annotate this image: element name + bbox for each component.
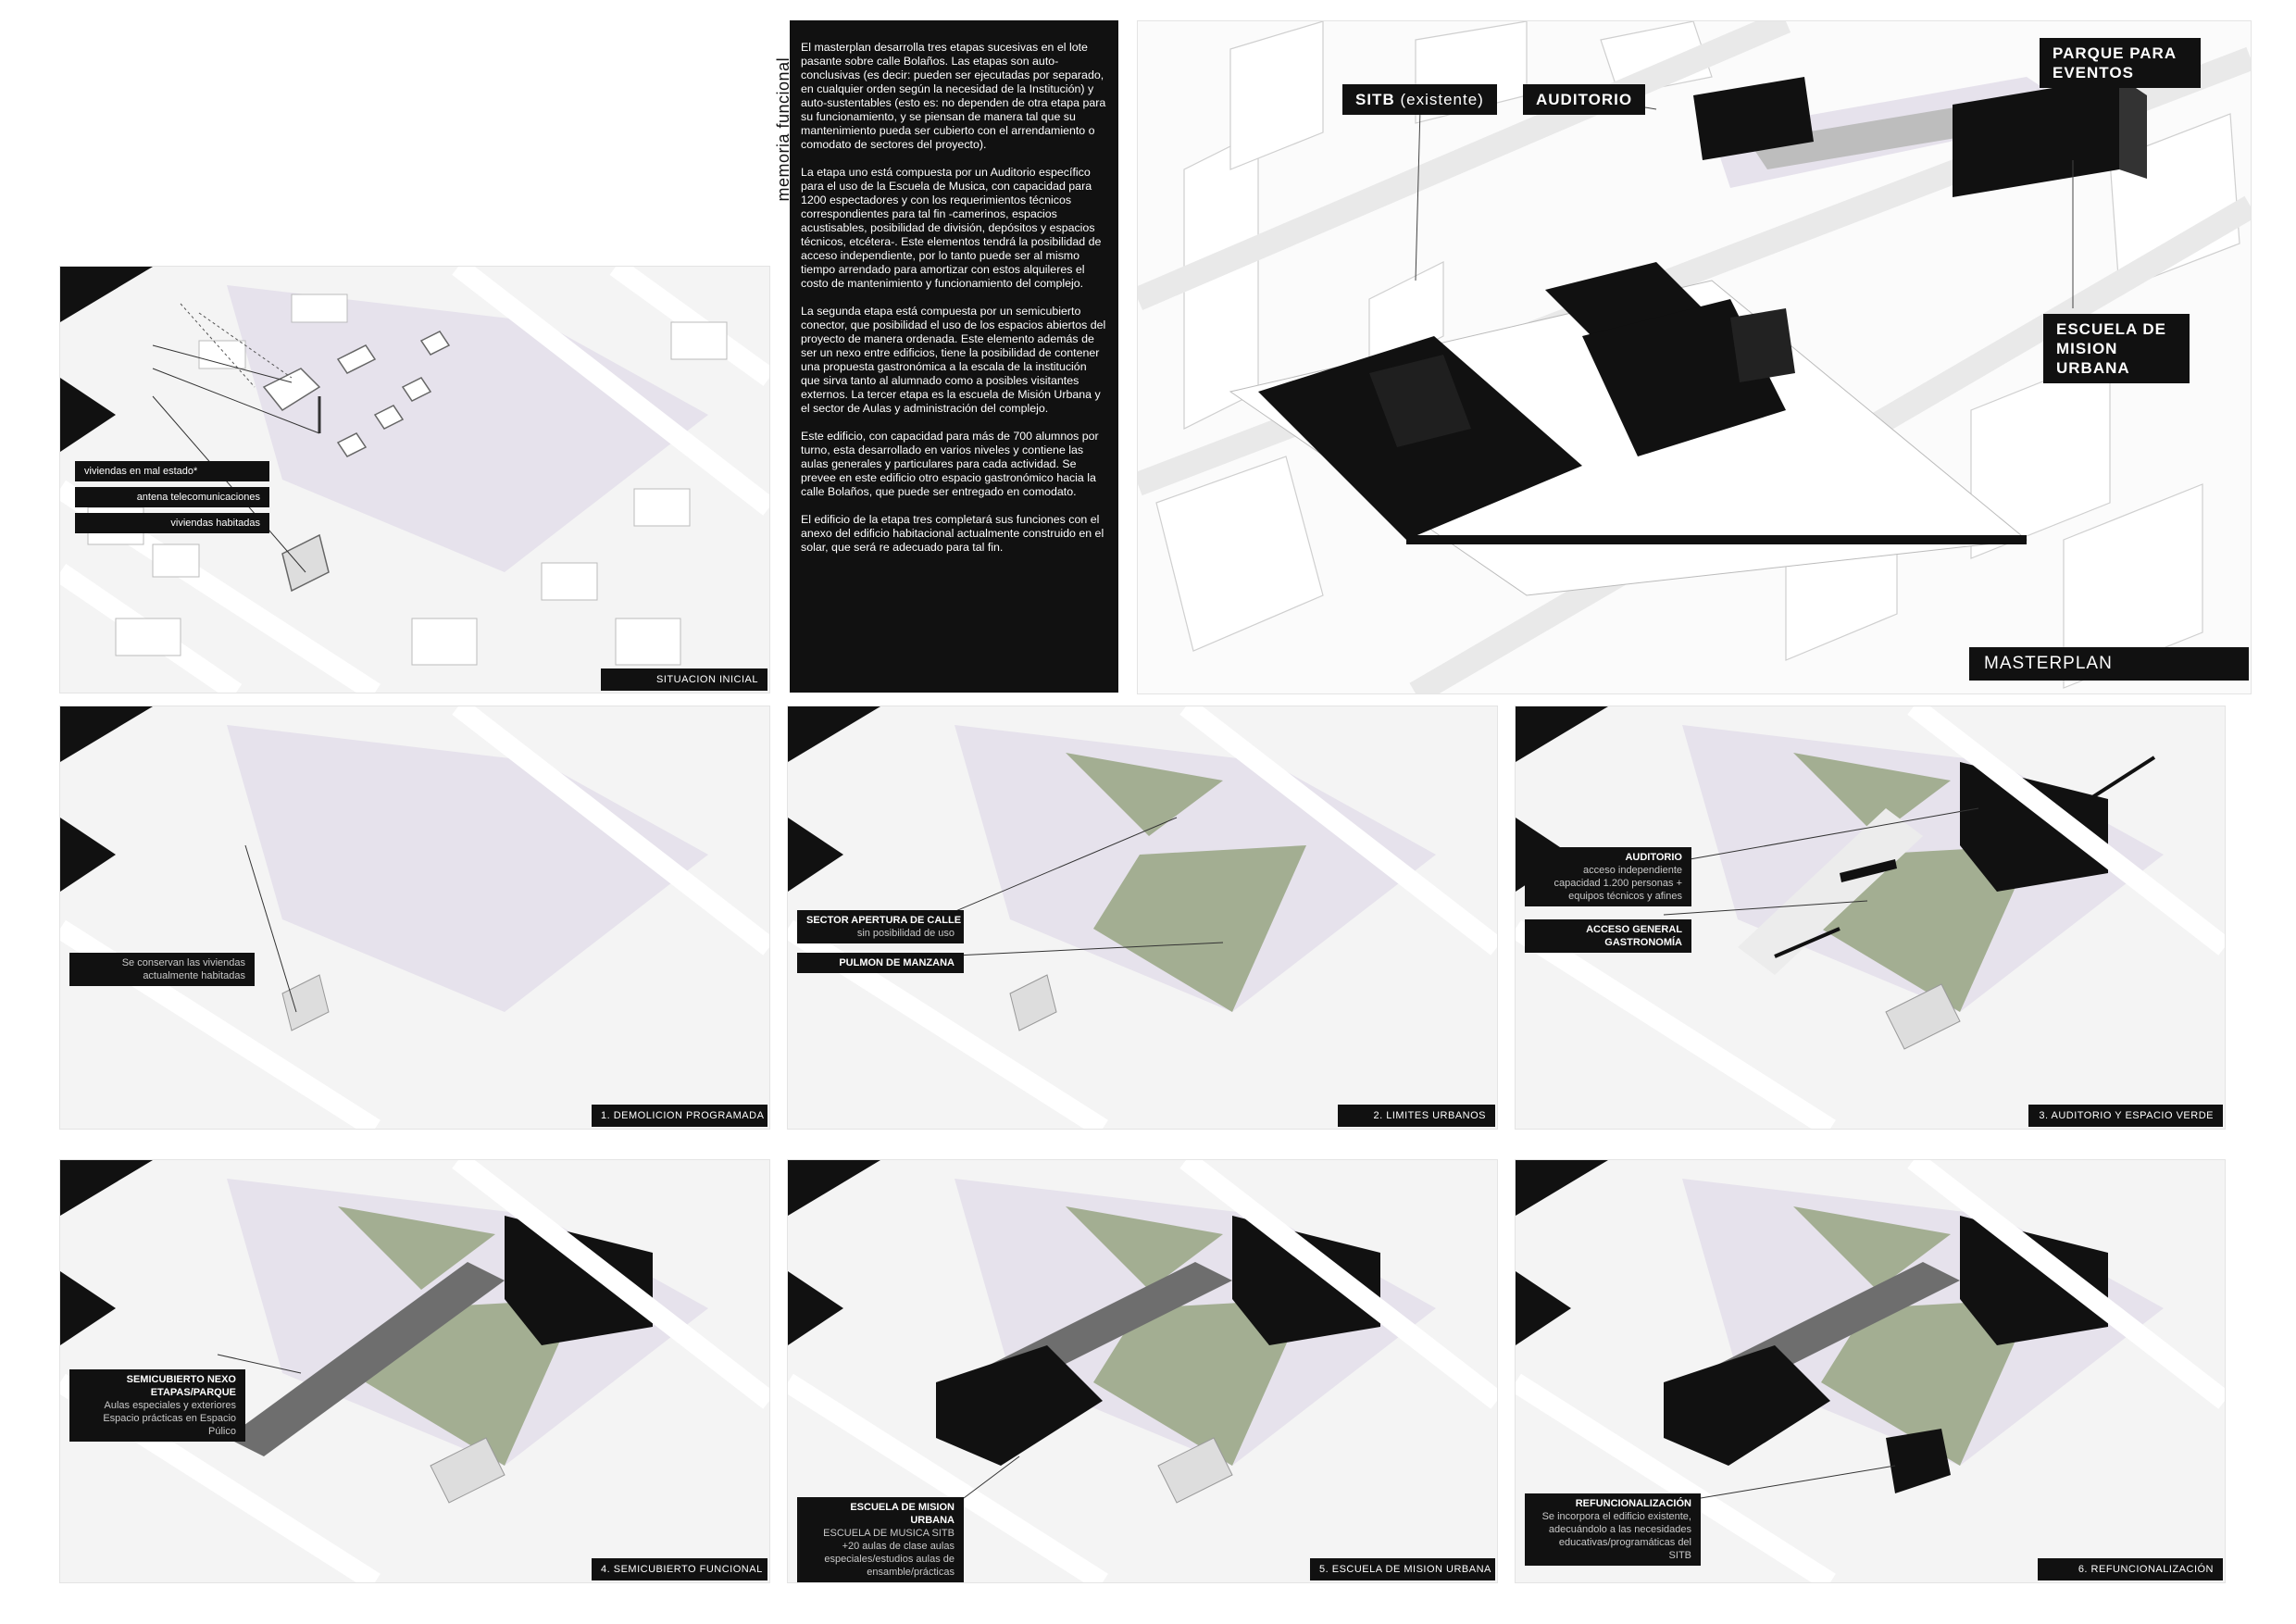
situacion-label-viviendas-habitadas: viviendas habitadas [75,513,269,533]
situacion-label-antena: antena telecomunicaciones [75,487,269,507]
stage-1-caption: 1. DEMOLICION PROGRAMADA [592,1105,767,1127]
situacion-inicial-panel: viviendas en mal estado* antena telecomu… [59,266,770,693]
description-block: El masterplan desarrolla tres etapas suc… [790,20,1118,693]
stage-3-drawing [1516,706,2225,1129]
masterplan-drawing [1138,21,2251,693]
situacion-label-viviendas-mal-estado: viviendas en mal estado* [75,461,269,481]
description-paragraph: La segunda etapa está compuesta por un s… [801,305,1106,415]
stage-6-caption: 6. REFUNCIONALIZACIÓN [2038,1558,2223,1580]
masterplan-label-sitb: SITB (existente) [1342,84,1497,115]
masterplan-label-escuela: ESCUELA DE MISION URBANA [2043,314,2190,383]
description-paragraph: El masterplan desarrolla tres etapas suc… [801,41,1106,151]
description-paragraph: La etapa uno está compuesta por un Audit… [801,166,1102,290]
stage-panel-1: Se conservan las viviendas actualmente h… [59,706,770,1130]
stage-5-caption: 5. ESCUELA DE MISION URBANA [1310,1558,1495,1580]
masterplan-label-auditorio: AUDITORIO [1523,84,1646,115]
stage-2-caption: 2. LIMITES URBANOS [1338,1105,1495,1127]
stage-3-caption: 3. AUDITORIO Y ESPACIO VERDE [2028,1105,2223,1127]
masterplan-caption: MASTERPLAN [1969,647,2249,681]
stage-4-caption: 4. SEMICUBIERTO FUNCIONAL [592,1558,767,1580]
stage-1-drawing [60,706,769,1129]
stage-1-label: Se conservan las viviendas actualmente h… [69,953,255,986]
situacion-caption: SITUACION INICIAL [601,668,767,691]
stage-3-label-acceso: ACCESO GENERAL GASTRONOMÍA [1525,919,1691,953]
masterplan-label-parque: PARQUE PARA EVENTOS [2040,38,2201,88]
description-paragraph: El edificio de la etapa tres completará … [801,513,1104,554]
description-paragraph: Este edificio, con capacidad para más de… [801,430,1099,498]
stage-2-label-pulmon: PULMON DE MANZANA [797,953,964,973]
masterplan-panel: SITB (existente) AUDITORIO PARQUE PARA E… [1137,20,2252,694]
stage-2-drawing [788,706,1497,1129]
situacion-inicial-drawing [60,267,769,693]
